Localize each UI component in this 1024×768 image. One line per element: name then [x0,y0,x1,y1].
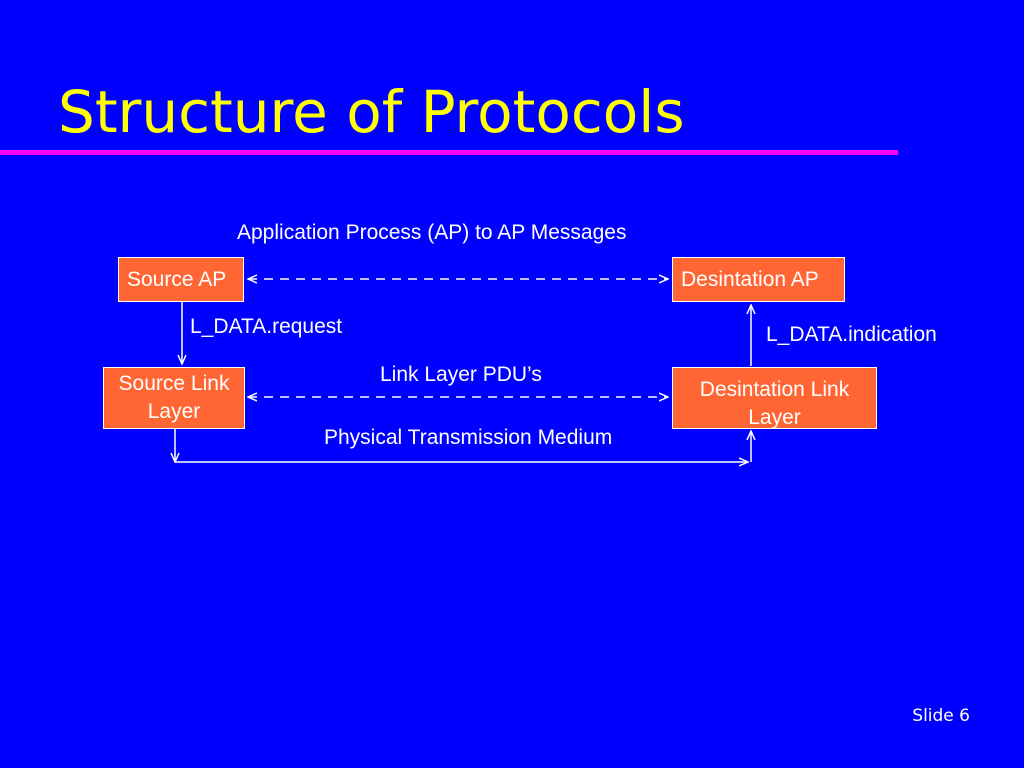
indication-label: L_DATA.indication [766,323,937,346]
title-underline [0,150,898,155]
request-label: L_DATA.request [190,315,343,338]
pdu-caption: Link Layer PDU’s [380,363,542,386]
source-ap-label: Source AP [127,268,227,291]
slide-number: Slide 6 [912,706,970,726]
medium-caption: Physical Transmission Medium [324,426,613,449]
destination-link-layer-label: Desintation Link Layer [699,378,850,429]
source-link-layer-box: Source Link Layer [103,367,245,429]
destination-link-layer-box: Desintation Link Layer [672,367,877,429]
ap-messages-caption: Application Process (AP) to AP Messages [237,221,627,244]
source-link-layer-label: Source Link Layer [118,372,230,423]
source-ap-box: Source AP [118,257,244,302]
destination-ap-box: Desintation AP [672,257,845,302]
slide-title: Structure of Protocols [58,78,685,146]
destination-ap-label: Desintation AP [681,268,819,291]
